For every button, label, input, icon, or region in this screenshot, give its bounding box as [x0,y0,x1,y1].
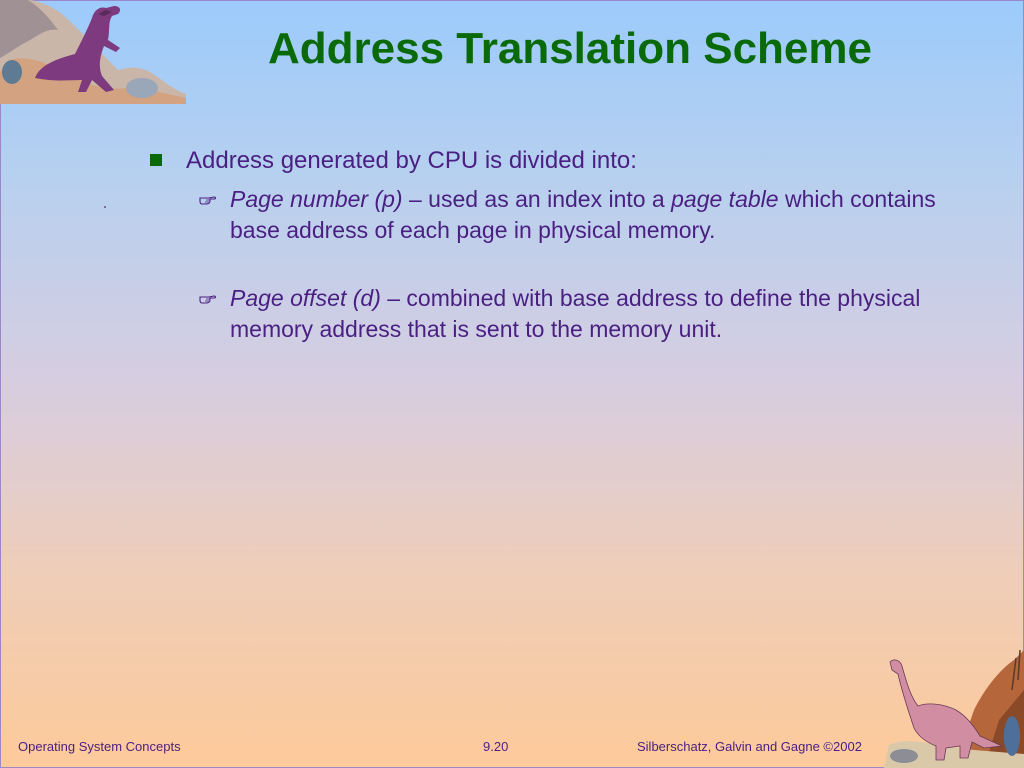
page-offset-desc: – combined with base address to define t… [230,285,921,342]
main-bullet: Address generated by CPU is divided into… [148,146,948,176]
footer-page-number: 9.20 [483,739,509,754]
page-number-term: Page number (p) [230,186,403,212]
page-number-desc-a: – used as an index into a [402,186,672,212]
sub-bullet-page-number: Page number (p) – used as an index into … [148,184,948,246]
page-table-term: page table [671,186,779,212]
pointing-hand-icon [199,196,217,205]
footer-course-title: Operating System Concepts [18,739,181,754]
sub-bullet-page-offset: Page offset (d) – combined with base add… [148,283,948,345]
slide-content: Address generated by CPU is divided into… [148,146,948,382]
stray-speck [104,206,106,208]
slide-title: Address Translation Scheme [268,24,872,73]
main-bullet-text: Address generated by CPU is divided into… [186,147,637,174]
square-bullet-icon [150,154,162,166]
pointing-hand-icon [199,295,217,304]
page-number-desc-b: which contains base address of each page… [230,186,936,243]
page-offset-term: Page offset (d) [230,285,381,311]
footer-copyright: Silberschatz, Galvin and Gagne ©2002 [637,739,862,754]
sauropod-dinosaur-icon [884,650,1024,768]
trex-dinosaur-icon [0,0,186,104]
sub-bullet-list: Page number (p) – used as an index into … [148,184,948,345]
